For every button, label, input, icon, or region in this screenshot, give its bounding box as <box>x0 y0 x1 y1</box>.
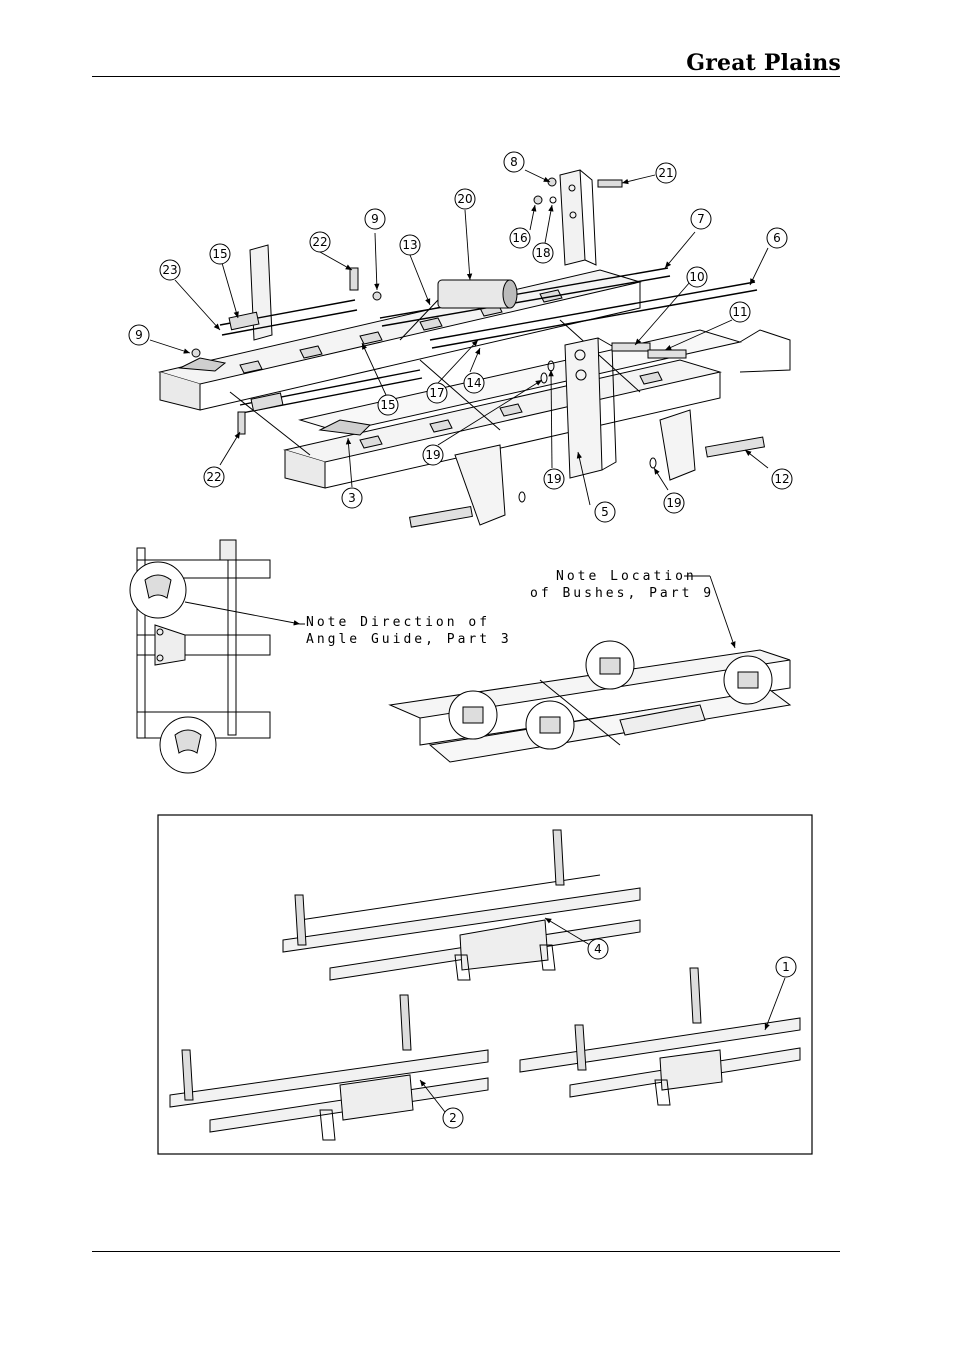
assembly-drawings <box>170 830 800 1140</box>
callout-14: 14 <box>466 376 481 390</box>
callout-16: 16 <box>512 231 527 245</box>
callout-19a: 19 <box>425 448 440 462</box>
callout-11: 11 <box>732 305 747 319</box>
callout-3: 3 <box>348 491 356 505</box>
note-bushes-line1: Note Location <box>556 569 697 584</box>
callout-10: 10 <box>689 270 704 284</box>
note-angle-guide-line1: Note Direction of <box>306 615 490 630</box>
callout-12: 12 <box>774 472 789 486</box>
callout-18: 18 <box>535 246 550 260</box>
callout-19b: 19 <box>546 472 561 486</box>
note-angle-guide-line2: Angle Guide, Part 3 <box>306 632 512 647</box>
assembly-frame <box>158 815 812 1154</box>
callout-2: 2 <box>449 1111 457 1125</box>
callout-7: 7 <box>697 212 705 226</box>
callout-20: 20 <box>457 192 472 206</box>
callout-22a: 22 <box>312 235 327 249</box>
callout-15a: 15 <box>212 247 227 261</box>
callout-4: 4 <box>594 942 602 956</box>
callout-5: 5 <box>601 505 609 519</box>
callout-9a: 9 <box>371 212 379 226</box>
callout-6: 6 <box>773 231 781 245</box>
callout-22b: 22 <box>206 470 221 484</box>
callout-1: 1 <box>782 960 790 974</box>
callout-17: 17 <box>429 386 444 400</box>
bushes-detail <box>390 576 790 762</box>
notes: Note Direction of Angle Guide, Part 3 No… <box>300 569 714 647</box>
callout-23: 23 <box>162 263 177 277</box>
callout-21: 21 <box>658 166 673 180</box>
callout-9b: 9 <box>135 328 143 342</box>
note-bushes-line2: of Bushes, Part 9 <box>530 586 714 601</box>
callout-19c: 19 <box>666 496 681 510</box>
callout-15b: 15 <box>380 398 395 412</box>
callout-8: 8 <box>510 155 518 169</box>
callout-13: 13 <box>402 238 417 252</box>
angle-guide-detail <box>130 540 300 773</box>
